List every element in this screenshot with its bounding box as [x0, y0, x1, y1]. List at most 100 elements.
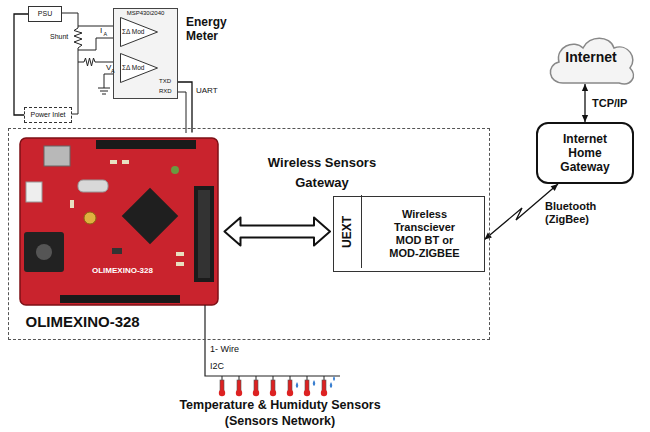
schematic-wire — [78, 62, 84, 63]
connector — [14, 14, 28, 115]
board-photo — [122, 160, 129, 164]
microcontroller-board: OLIMEXINO-328 — [18, 133, 223, 333]
schematic-wire — [72, 48, 78, 114]
thermometer-icon — [271, 380, 275, 391]
signal-name: I — [100, 27, 102, 35]
energy-meter-chip: MSP430i2040Energy MeterΣΔ ModΣΔ Mod — [113, 8, 178, 99]
psu-box: PSU — [28, 6, 62, 22]
board-photo — [36, 244, 52, 260]
humidity-drop — [330, 382, 333, 388]
board-photo — [60, 295, 180, 303]
schematic-wire — [62, 13, 78, 28]
thermometer-icon — [222, 376, 324, 380]
board-photo — [26, 182, 42, 202]
board-photo — [96, 140, 196, 149]
signal-subscript: A — [104, 31, 108, 37]
pin-name: TXD — [159, 78, 171, 85]
power-inlet-box: Power Inlet — [24, 107, 72, 123]
modulator-outline — [121, 18, 158, 47]
gateway-region: Wireless Sensors GatewayOLIMEXINO-328 Wir… — [8, 128, 490, 340]
block-label: ΣΔ Mod — [122, 28, 144, 36]
board-photo — [78, 180, 108, 192]
thermometer-icon — [288, 380, 292, 391]
connector — [225, 218, 331, 246]
chip-name: MSP430i2040 — [114, 10, 177, 17]
thermometer-icon — [253, 390, 259, 396]
board-photo — [122, 188, 179, 245]
thermometer-icon — [322, 380, 326, 391]
box-label: Power Inlet — [30, 111, 65, 119]
board-photo — [176, 262, 184, 266]
region-title: Wireless Sensors Gateway — [247, 153, 397, 193]
modulator-block: ΣΔ Mod — [120, 17, 158, 47]
thermometer-icon — [219, 390, 225, 396]
arrow-head — [582, 115, 588, 122]
arrow-head — [582, 84, 588, 91]
signal-subscript: A — [111, 68, 115, 74]
board-photo — [20, 138, 218, 305]
connector-block: UEXT — [332, 195, 362, 268]
board-photo — [171, 166, 179, 174]
modulator-outline — [121, 54, 158, 83]
caption-line: Temperature & Humiduty Sensors — [130, 398, 430, 413]
home-gateway-box: Internet Home Gateway — [536, 122, 634, 184]
connector — [582, 84, 588, 122]
humidity-drop — [333, 376, 335, 381]
thermometer-icon — [305, 380, 309, 391]
humidity-drop — [296, 382, 299, 388]
thermometer-icon — [321, 390, 327, 396]
ground-symbol — [98, 88, 110, 94]
thermometer-icon — [236, 390, 242, 396]
component-label: Shunt — [50, 33, 68, 41]
resistor-symbol — [74, 28, 82, 48]
resistor-symbol — [74, 28, 96, 66]
sensor-bus — [205, 305, 340, 376]
caption-line: (Sensors Network) — [130, 414, 430, 429]
board-photo — [70, 200, 74, 208]
thermometer-icon — [219, 376, 327, 396]
connector-line — [178, 82, 192, 133]
sensor-bus — [205, 305, 340, 376]
signal-name: V — [106, 64, 111, 72]
thermometer-icon — [237, 380, 241, 391]
connector-label: UEXT — [340, 215, 354, 247]
thermometer-icon — [220, 380, 224, 391]
block-title: Energy Meter — [186, 15, 246, 43]
humidity-drop — [296, 376, 335, 388]
edge-label: Bluetooth (ZigBee) — [545, 200, 609, 226]
board-photo — [84, 212, 96, 224]
board-name: OLIMEXINO-328 — [26, 313, 140, 331]
cloud-label: Internet — [565, 49, 616, 65]
edge-label: TCP/IP — [592, 97, 627, 110]
arrow-head — [551, 184, 558, 191]
module-label: Wireless Transciever MOD BT or MOD-ZIGBE… — [383, 208, 467, 260]
board-photo — [44, 146, 70, 166]
board-photo — [176, 252, 184, 256]
cloud-outline — [550, 38, 633, 84]
wireless-transceiver: Wireless Transciever MOD BT or MOD-ZIGBE… — [333, 196, 485, 272]
board-photo — [110, 160, 117, 164]
box-label: PSU — [38, 10, 52, 18]
bus-name: UART — [196, 86, 218, 95]
schematic-wire — [178, 92, 186, 133]
board-photo — [194, 186, 214, 282]
board-photo — [112, 248, 122, 254]
connector-line — [14, 14, 28, 115]
bus-name: 1- Wire — [210, 344, 239, 354]
connector — [178, 82, 192, 133]
modulator-block: ΣΔ Mod — [120, 53, 158, 83]
thermometer-icon — [254, 380, 258, 391]
bus-name: I2C — [210, 361, 224, 371]
double-arrow — [225, 218, 331, 246]
thermometer-icon — [304, 390, 310, 396]
arrow-head — [485, 233, 492, 240]
block-label: ΣΔ Mod — [122, 64, 144, 72]
thermometer-icon — [270, 390, 276, 396]
board-photo — [20, 138, 218, 305]
humidity-drop — [313, 380, 316, 386]
resistor-symbol — [84, 58, 96, 66]
box-label: Internet Home Gateway — [552, 132, 618, 174]
board-photo — [24, 232, 64, 272]
pin-name: RXD — [159, 88, 172, 95]
